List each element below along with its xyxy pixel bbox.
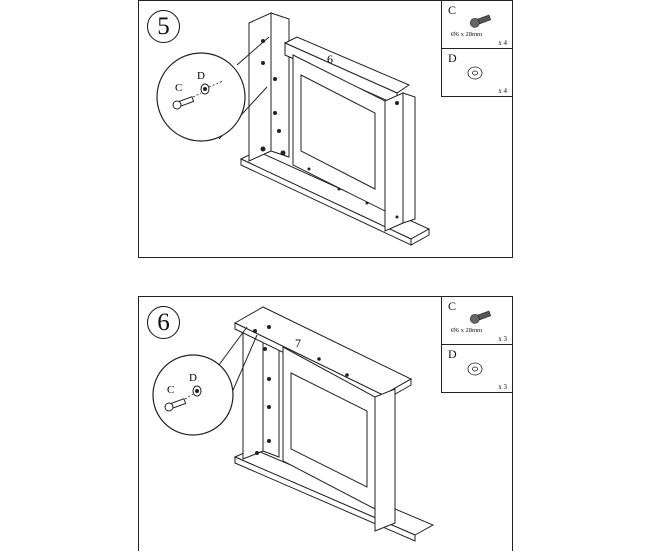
- step-number: 5: [147, 10, 180, 43]
- assembly-drawing: C D 7: [152, 306, 435, 542]
- part-qty: x 3: [498, 335, 507, 343]
- callout-washer-label: D: [197, 70, 205, 82]
- part-qty: x 3: [498, 383, 507, 391]
- callout-screw-label: C: [167, 384, 174, 396]
- parts-list: C Ø6 x 28mm x 3 D x 3: [441, 296, 512, 393]
- washer-icon: [467, 362, 483, 376]
- part-qty: x 4: [498, 87, 507, 95]
- part-letter: C: [448, 3, 457, 17]
- callout-washer-label: D: [189, 372, 197, 384]
- parts-list: C Ø6 x 28mm x 4 D x 4: [441, 0, 512, 97]
- part-letter: C: [448, 299, 457, 313]
- step-5-panel: 5: [138, 0, 513, 258]
- screw-icon: [469, 14, 492, 28]
- part-c: C Ø6 x 28mm x 4: [442, 1, 512, 49]
- part-qty: x 4: [498, 39, 507, 47]
- panel-label: 7: [295, 336, 301, 350]
- step-number: 6: [147, 306, 180, 339]
- part-size: Ø6 x 28mm: [451, 327, 483, 334]
- assembly-drawing: C D 6: [156, 12, 431, 246]
- callout-screw-label: C: [175, 82, 182, 94]
- part-letter: D: [448, 347, 457, 361]
- part-c: C Ø6 x 28mm x 3: [442, 297, 512, 345]
- part-d: D x 4: [442, 49, 512, 96]
- washer-icon: [467, 66, 483, 80]
- part-size: Ø6 x 28mm: [451, 31, 483, 38]
- part-d: D x 3: [442, 345, 512, 392]
- step-6-panel: 6: [138, 296, 513, 551]
- panel-label: 6: [327, 52, 333, 66]
- screw-icon: [469, 310, 492, 324]
- part-letter: D: [448, 51, 457, 65]
